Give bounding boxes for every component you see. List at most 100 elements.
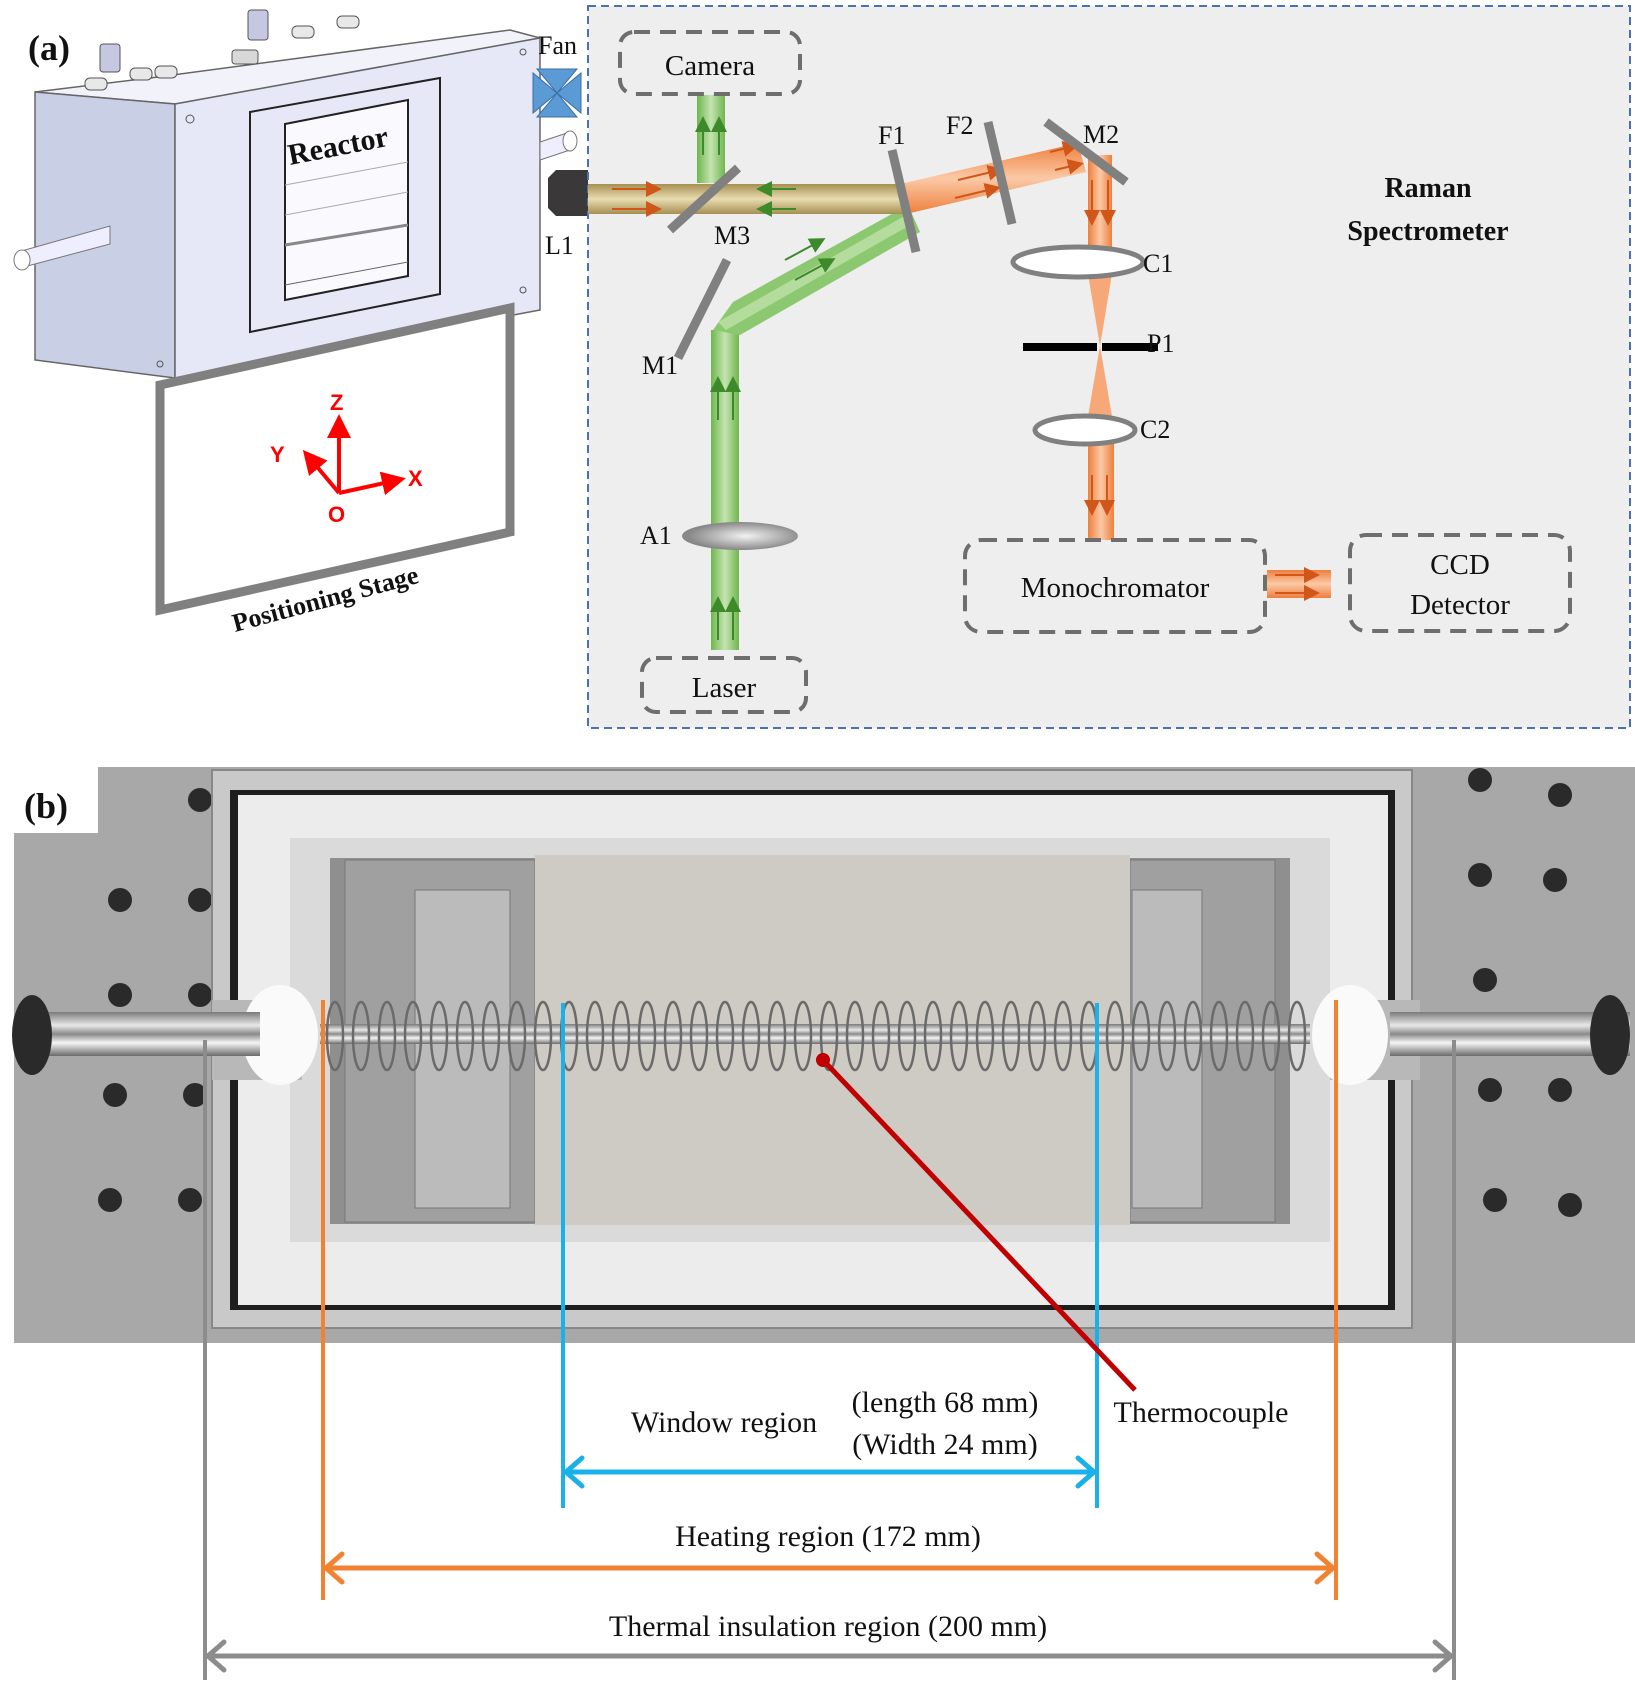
- coil-loop: [949, 1000, 969, 1072]
- coil-loop: [793, 1000, 813, 1072]
- coil-loop: [455, 1000, 475, 1072]
- pinhole-p1-right: [1102, 343, 1158, 351]
- f1-label: F1: [878, 121, 905, 150]
- monochromator-label: Monochromator: [1021, 572, 1210, 604]
- coil-loop: [715, 1000, 735, 1072]
- coil-loop: [1053, 1000, 1073, 1072]
- spectrometer-title-2: Spectrometer: [1347, 216, 1508, 247]
- coil-loop: [611, 1000, 631, 1072]
- coil-loop: [1157, 1000, 1177, 1072]
- c1-label: C1: [1143, 249, 1173, 278]
- filter-f2: [983, 120, 1017, 226]
- lens-a1: [682, 522, 798, 550]
- m1-label: M1: [642, 351, 678, 380]
- coil-loop: [637, 1000, 657, 1072]
- thermocouple-pointer: [821, 1058, 1137, 1392]
- panel-a-label: (a): [28, 28, 70, 68]
- coil-loop: [819, 1000, 839, 1072]
- raman-spectrometer-box: [587, 5, 1631, 729]
- coil-loop: [1261, 1000, 1281, 1072]
- mirror-m1: [673, 257, 732, 361]
- coil-loop: [1209, 1000, 1229, 1072]
- camera-label: Camera: [665, 50, 755, 82]
- coil-loop: [1287, 1000, 1307, 1072]
- mirror-m3: [666, 164, 742, 234]
- beam-direction-arrows: [612, 116, 1320, 640]
- optics: [666, 118, 1158, 550]
- l1-label: L1: [545, 231, 574, 260]
- thermocouple-label: Thermocouple: [1114, 1396, 1289, 1429]
- pinhole-p1-left: [1023, 343, 1097, 351]
- ccd-detector-box: [1348, 533, 1572, 633]
- heating-region-label: Heating region (172 mm): [675, 1520, 981, 1553]
- spectrometer-title-1: Raman: [1384, 173, 1472, 204]
- monochromator-box: [963, 538, 1267, 634]
- window-width-label: (Width 24 mm): [852, 1428, 1037, 1461]
- z-axis-label: Z: [330, 390, 343, 415]
- coil-loop: [585, 1000, 605, 1072]
- x-axis-arrow: [338, 471, 406, 496]
- y-axis-label: Y: [270, 442, 285, 467]
- window-region-label: Window region: [631, 1406, 817, 1439]
- laser-box: [640, 656, 808, 714]
- a1-label: A1: [640, 521, 672, 550]
- f2-label: F2: [946, 111, 973, 140]
- coil-loop: [377, 1000, 397, 1072]
- window-dimension-arrow: [562, 1455, 1098, 1489]
- coil-loop: [533, 1000, 553, 1072]
- mirror-m2: [1043, 118, 1129, 186]
- coil-loop: [689, 1000, 709, 1072]
- right-cotton-plug: [1312, 985, 1388, 1085]
- insulation-dimension-arrow: [204, 1639, 1455, 1673]
- coil-loop: [1027, 1000, 1047, 1072]
- panel-b: (b) Thermocouple Window region: [12, 767, 1635, 1680]
- reactor-drawing: Reactor: [13, 9, 578, 379]
- right-heater-slot: [1131, 889, 1203, 1209]
- ccd-label-1: CCD: [1430, 549, 1490, 581]
- c2-label: C2: [1140, 415, 1170, 444]
- p1-label: P1: [1147, 329, 1174, 358]
- y-axis-arrow: [302, 449, 341, 495]
- right-fitting: [1590, 995, 1630, 1075]
- coil-loop: [403, 1000, 423, 1072]
- x-axis-label: X: [408, 466, 423, 491]
- left-fitting: [12, 995, 52, 1075]
- fan-icon: [532, 68, 582, 118]
- coil-loop: [845, 1000, 865, 1072]
- left-cotton-plug: [242, 985, 318, 1085]
- axes-indicator: Z Y X O: [270, 390, 423, 527]
- left-heater-slot: [414, 889, 511, 1209]
- m3-label: M3: [714, 221, 750, 250]
- objective-lens-l1: [548, 170, 588, 216]
- optical-breadboard: [98, 768, 1582, 1217]
- right-tube: [1390, 1012, 1630, 1056]
- coil-loop: [507, 1000, 527, 1072]
- coil-loop: [325, 1000, 345, 1072]
- coil-loop: [975, 1000, 995, 1072]
- m2-label: M2: [1083, 120, 1119, 149]
- camera-box: [618, 30, 802, 96]
- panel-a: (a) Reactor: [13, 5, 1631, 729]
- left-tube: [20, 1012, 260, 1056]
- ccd-label-2: Detector: [1410, 589, 1510, 621]
- coil-loop: [897, 1000, 917, 1072]
- filter-f1: [887, 148, 921, 254]
- lens-c1: [1010, 244, 1146, 280]
- window-length-label: (length 68 mm): [852, 1386, 1039, 1419]
- laser-label: Laser: [692, 672, 757, 704]
- coil-loop: [481, 1000, 501, 1072]
- heating-dimension-arrow: [322, 1551, 1337, 1585]
- coil-loop: [1183, 1000, 1203, 1072]
- origin-label: O: [328, 502, 345, 527]
- coil-loop: [1131, 1000, 1151, 1072]
- thermocouple-tip: [816, 1053, 830, 1067]
- quartz-tube: [320, 1024, 1310, 1044]
- coil-loop: [767, 1000, 787, 1072]
- panel-b-label-bg: [14, 767, 98, 833]
- panel-b-label: (b): [24, 786, 68, 826]
- heating-coil: [325, 1000, 1307, 1072]
- lens-c2: [1032, 413, 1138, 447]
- coil-loop: [923, 1000, 943, 1072]
- insulation-region-label: Thermal insulation region (200 mm): [609, 1610, 1047, 1643]
